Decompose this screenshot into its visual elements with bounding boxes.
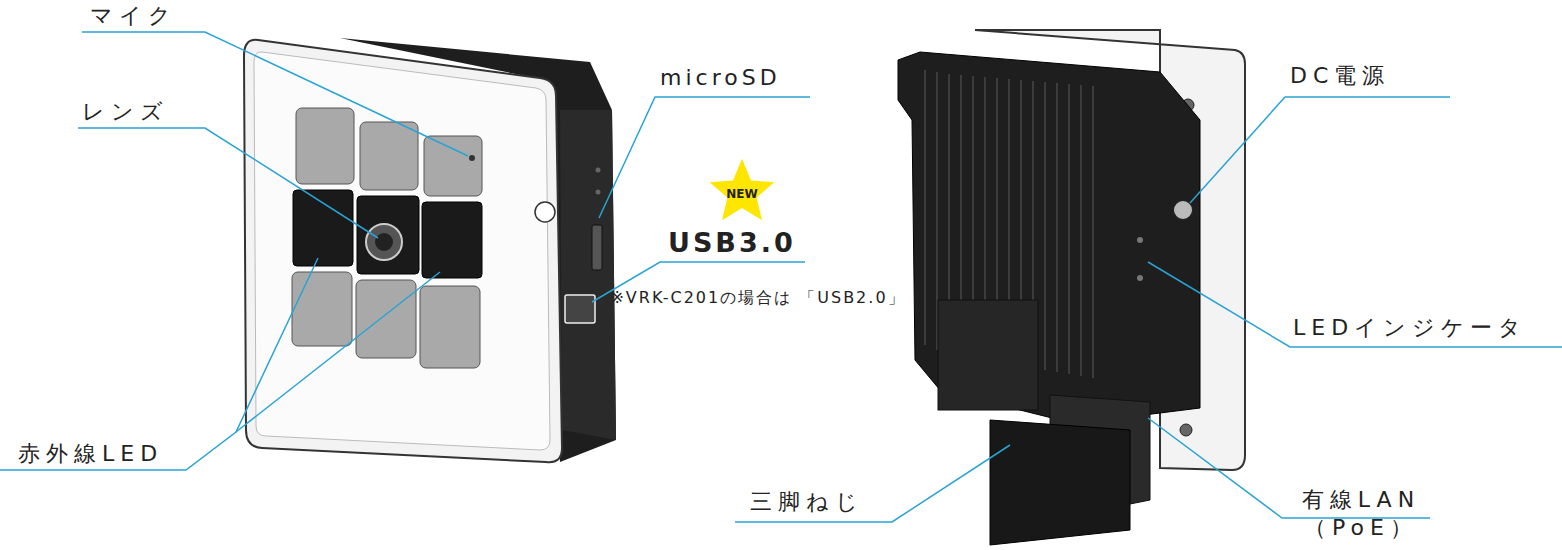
led xyxy=(1137,275,1143,281)
part-label: 有線LAN （PoE） xyxy=(1276,486,1446,541)
new-star: NEW xyxy=(707,155,777,225)
lens-glass xyxy=(375,233,393,251)
front-panel xyxy=(244,40,562,462)
ir-led xyxy=(293,190,353,266)
screw xyxy=(1180,424,1192,436)
part-label: 三脚ねじ xyxy=(750,488,864,516)
badge-text: NEW xyxy=(707,187,777,201)
tile xyxy=(356,280,416,358)
camera-side xyxy=(560,110,616,440)
part-label: レンズ xyxy=(82,98,169,126)
screw xyxy=(596,168,601,173)
tile xyxy=(420,286,480,368)
microsd-slot xyxy=(592,225,602,270)
ir-led xyxy=(422,202,482,278)
screw xyxy=(596,190,601,195)
part-label: USB3.0 xyxy=(668,226,796,260)
lan-cover xyxy=(938,300,1038,410)
part-label: LEDインジケータ xyxy=(1293,314,1527,342)
tripod-mount xyxy=(990,420,1130,545)
lens-tile xyxy=(357,196,419,274)
mic-hole xyxy=(469,155,475,161)
tile xyxy=(360,122,418,190)
heatsink-body xyxy=(898,52,1200,420)
tile xyxy=(292,272,352,346)
part-label: microSD xyxy=(660,64,781,92)
tile xyxy=(424,136,482,196)
lens xyxy=(366,224,402,260)
part-label: 赤外線LED xyxy=(18,440,163,468)
led xyxy=(1137,237,1143,243)
part-label: マイク xyxy=(90,2,177,30)
part-label: DC電源 xyxy=(1290,62,1390,90)
note: ※VRK-C201の場合は 「USB2.0」 xyxy=(608,288,908,308)
usb-port xyxy=(565,295,595,323)
panel-face xyxy=(254,52,550,450)
leader-lines xyxy=(0,32,1562,522)
button xyxy=(535,202,555,222)
tile xyxy=(296,108,354,184)
